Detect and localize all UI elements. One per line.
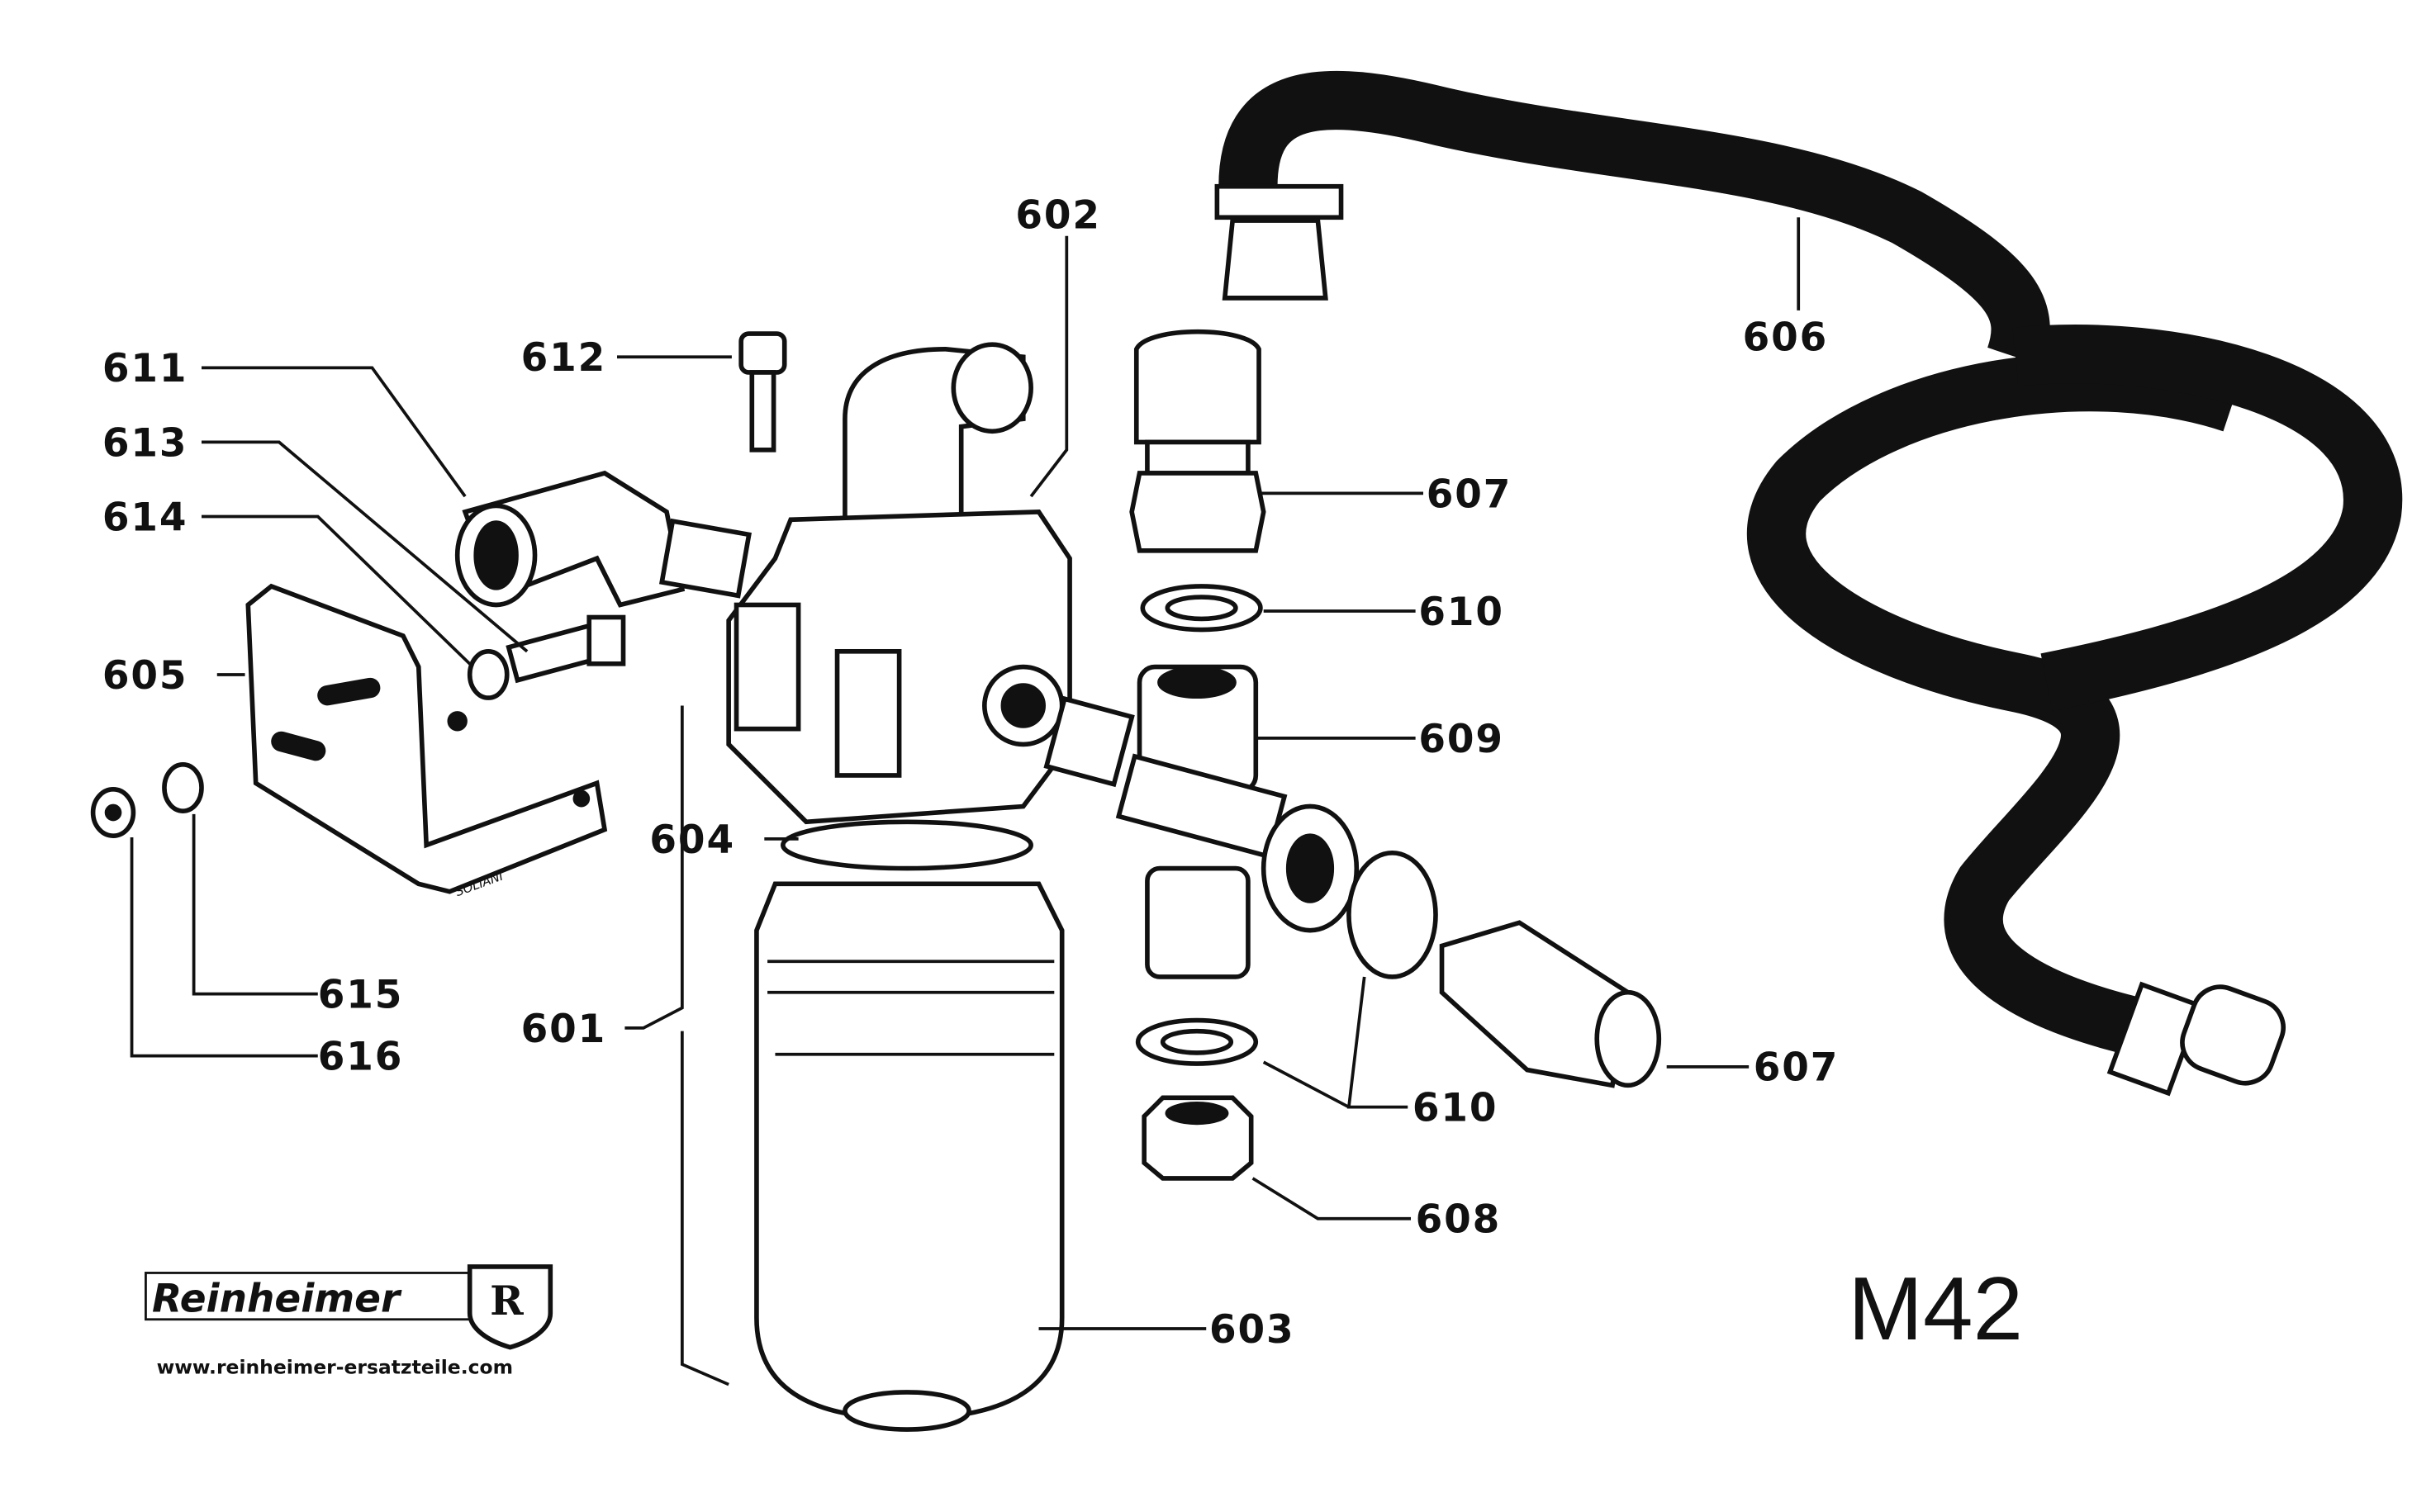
label-603: 603 [1209, 1307, 1295, 1353]
logo-text: Reinheimer [152, 1276, 402, 1321]
label-614: 614 [102, 495, 188, 540]
model-label: M42 [1848, 1258, 2023, 1359]
reinheimer-logo: Reinheimer R www.reinheimer-ersatzteile.… [145, 1264, 553, 1378]
label-616: 616 [318, 1035, 404, 1080]
small-parts [454, 331, 787, 700]
logo-shield-letter: R [490, 1277, 524, 1325]
label-607-bottom: 607 [1754, 1045, 1840, 1091]
label-610-top: 610 [1418, 590, 1504, 635]
label-610-bottom: 610 [1413, 1086, 1498, 1131]
label-605: 605 [102, 653, 188, 699]
website-url: www.reinheimer-ersatzteile.com [157, 1355, 513, 1378]
label-602: 602 [1015, 192, 1101, 238]
label-609: 609 [1418, 717, 1504, 762]
label-608: 608 [1416, 1197, 1502, 1243]
label-604: 604 [649, 818, 735, 863]
part-labels: 602 606 611 612 613 614 607 610 605 609 … [102, 192, 2023, 1359]
label-613: 613 [102, 420, 188, 466]
leader-lines [130, 217, 1801, 1386]
label-606: 606 [1743, 315, 1829, 361]
fittings [1043, 329, 1662, 1181]
filter-assembly [726, 342, 1072, 1432]
label-611: 611 [102, 346, 188, 391]
label-615: 615 [318, 972, 404, 1017]
bracket-605: SOLIANI [90, 583, 608, 899]
label-612: 612 [521, 335, 607, 381]
hose-606 [1214, 70, 2403, 1097]
label-601: 601 [521, 1007, 607, 1052]
label-607-top: 607 [1427, 472, 1512, 517]
